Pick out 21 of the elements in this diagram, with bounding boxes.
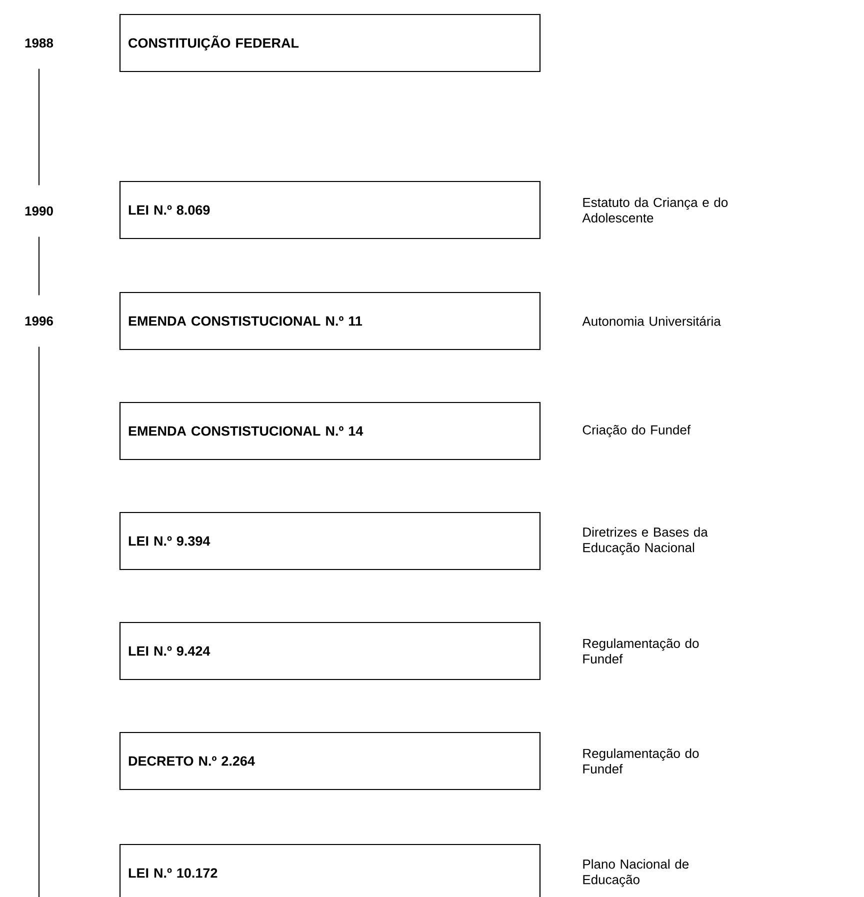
law-box: EMENDA CONSTISTUCIONAL N.º 11 [119,292,541,350]
year-label: 1996 [25,316,53,326]
description-text: Autonomia Universitária [582,316,721,326]
description-text: Regulamentação do Fundef [583,638,699,664]
description-text: Regulamentação do Fundef [583,748,699,774]
description-text: Criação do Fundef [582,424,691,438]
timeline-line [38,346,40,897]
law-box: LEI N.º 8.069 [119,180,541,240]
description-text: Diretrizes e Bases da Educação Nacional [583,527,708,555]
law-box: DECRETO N.º 2.264 [119,732,541,790]
law-box: CONSTITUIÇÃO FEDERAL [119,14,541,72]
timeline-line [38,68,40,186]
year-label: 1988 [25,38,54,48]
description-text: Estatuto da Criança e do Adolescente [582,197,728,223]
law-box: LEI N.º 9.424 [119,622,541,680]
law-box: EMENDA CONSTISTUCIONAL N.º 14 [119,402,541,460]
timeline-line [38,236,40,296]
law-box: LEI N.º 9.394 [119,512,541,570]
law-box: LEI N.º 10.172 [119,844,541,897]
year-label: 1990 [25,206,53,216]
description-text: Plano Nacional de Educação [583,859,689,887]
